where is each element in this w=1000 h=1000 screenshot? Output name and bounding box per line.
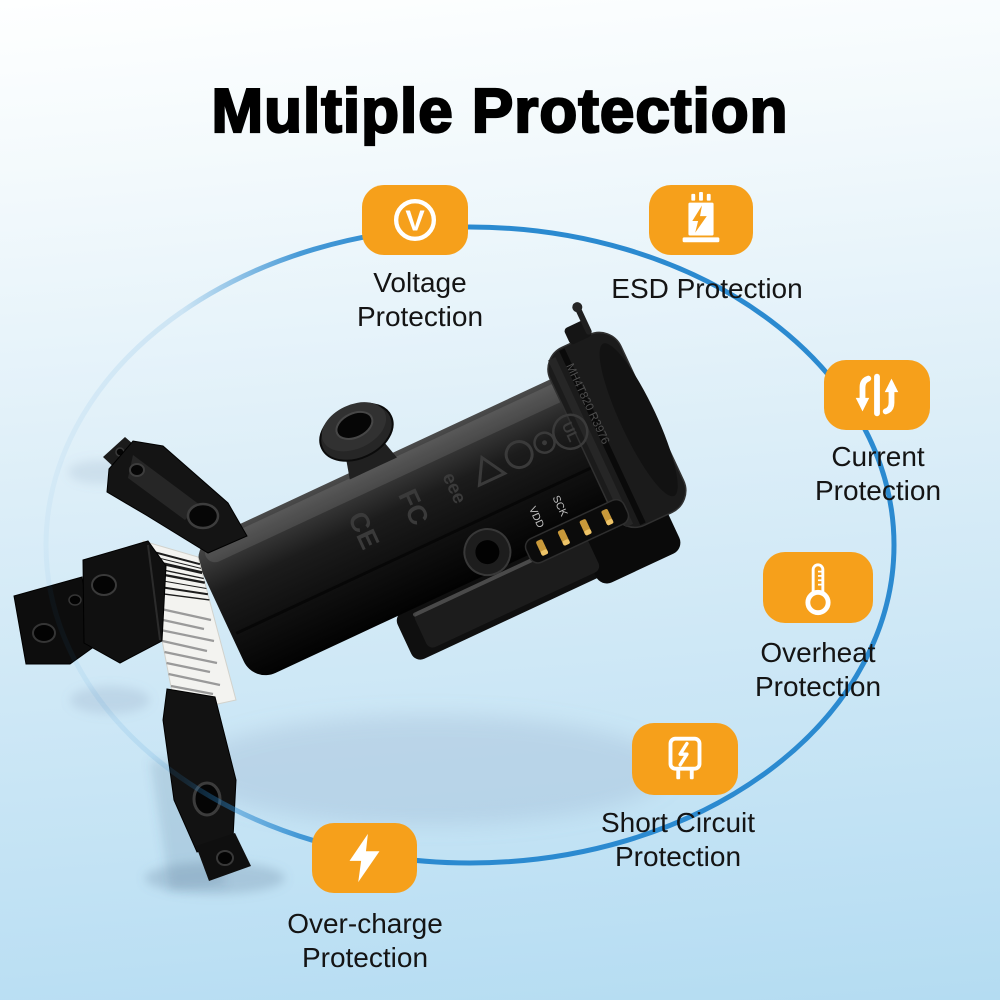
current-arrows-icon	[855, 373, 899, 417]
mounting-bracket-top	[103, 437, 248, 554]
voltage-letter: V	[405, 206, 425, 238]
feature-short-circuit	[632, 723, 738, 795]
label-line: Voltage	[373, 267, 467, 298]
voltage-circle-icon: V	[393, 198, 437, 242]
latch-pin	[575, 306, 592, 335]
ul-mark: UL	[558, 419, 582, 444]
short-circuit-plug-icon	[668, 736, 702, 780]
feature-over-charge	[312, 823, 417, 893]
slide-latch	[414, 535, 600, 648]
ul-mark-ring	[552, 413, 589, 451]
mounting-bracket-left	[13, 540, 167, 665]
label-over-charge: Over-charge Protection	[255, 907, 475, 975]
mounting-bracket-foot	[162, 688, 251, 881]
label-esd: ESD Protection	[597, 272, 817, 306]
feature-overheat	[763, 552, 873, 623]
label-line: Current	[831, 441, 925, 472]
battery-body: CE FC eee UL MH4T820 R3976	[198, 302, 687, 676]
label-short-circuit: Short Circuit Protection	[568, 806, 788, 874]
label-line: Protection	[614, 841, 742, 872]
label-line: Overheat	[760, 637, 876, 668]
label-line: Over-charge	[287, 908, 443, 939]
feature-esd	[649, 185, 753, 255]
label-line: Protection	[301, 942, 429, 973]
feature-voltage: V	[362, 185, 468, 255]
mounting-boss	[319, 402, 397, 480]
screw-hole	[463, 528, 512, 577]
label-line: Protection	[754, 671, 882, 702]
thermometer-icon	[805, 562, 831, 615]
label-line: Protection	[356, 301, 484, 332]
circle-mark	[504, 440, 534, 470]
product-shadow	[68, 460, 670, 894]
lightning-bolt-icon	[349, 833, 379, 883]
label-overheat: Overheat Protection	[708, 636, 928, 704]
feature-current	[824, 360, 930, 430]
label-line: Short Circuit	[600, 807, 756, 838]
triangle-mark	[477, 454, 508, 488]
label-line: Protection	[814, 475, 942, 506]
label-current: Current Protection	[768, 440, 988, 508]
label-voltage: Voltage Protection	[310, 266, 530, 334]
page-title: Multiple Protection	[210, 75, 789, 146]
esd-battery-lightning-icon	[682, 191, 720, 243]
end-cap	[547, 302, 687, 529]
label-text-rows	[156, 606, 221, 696]
label-line: ESD Protection	[611, 273, 803, 304]
